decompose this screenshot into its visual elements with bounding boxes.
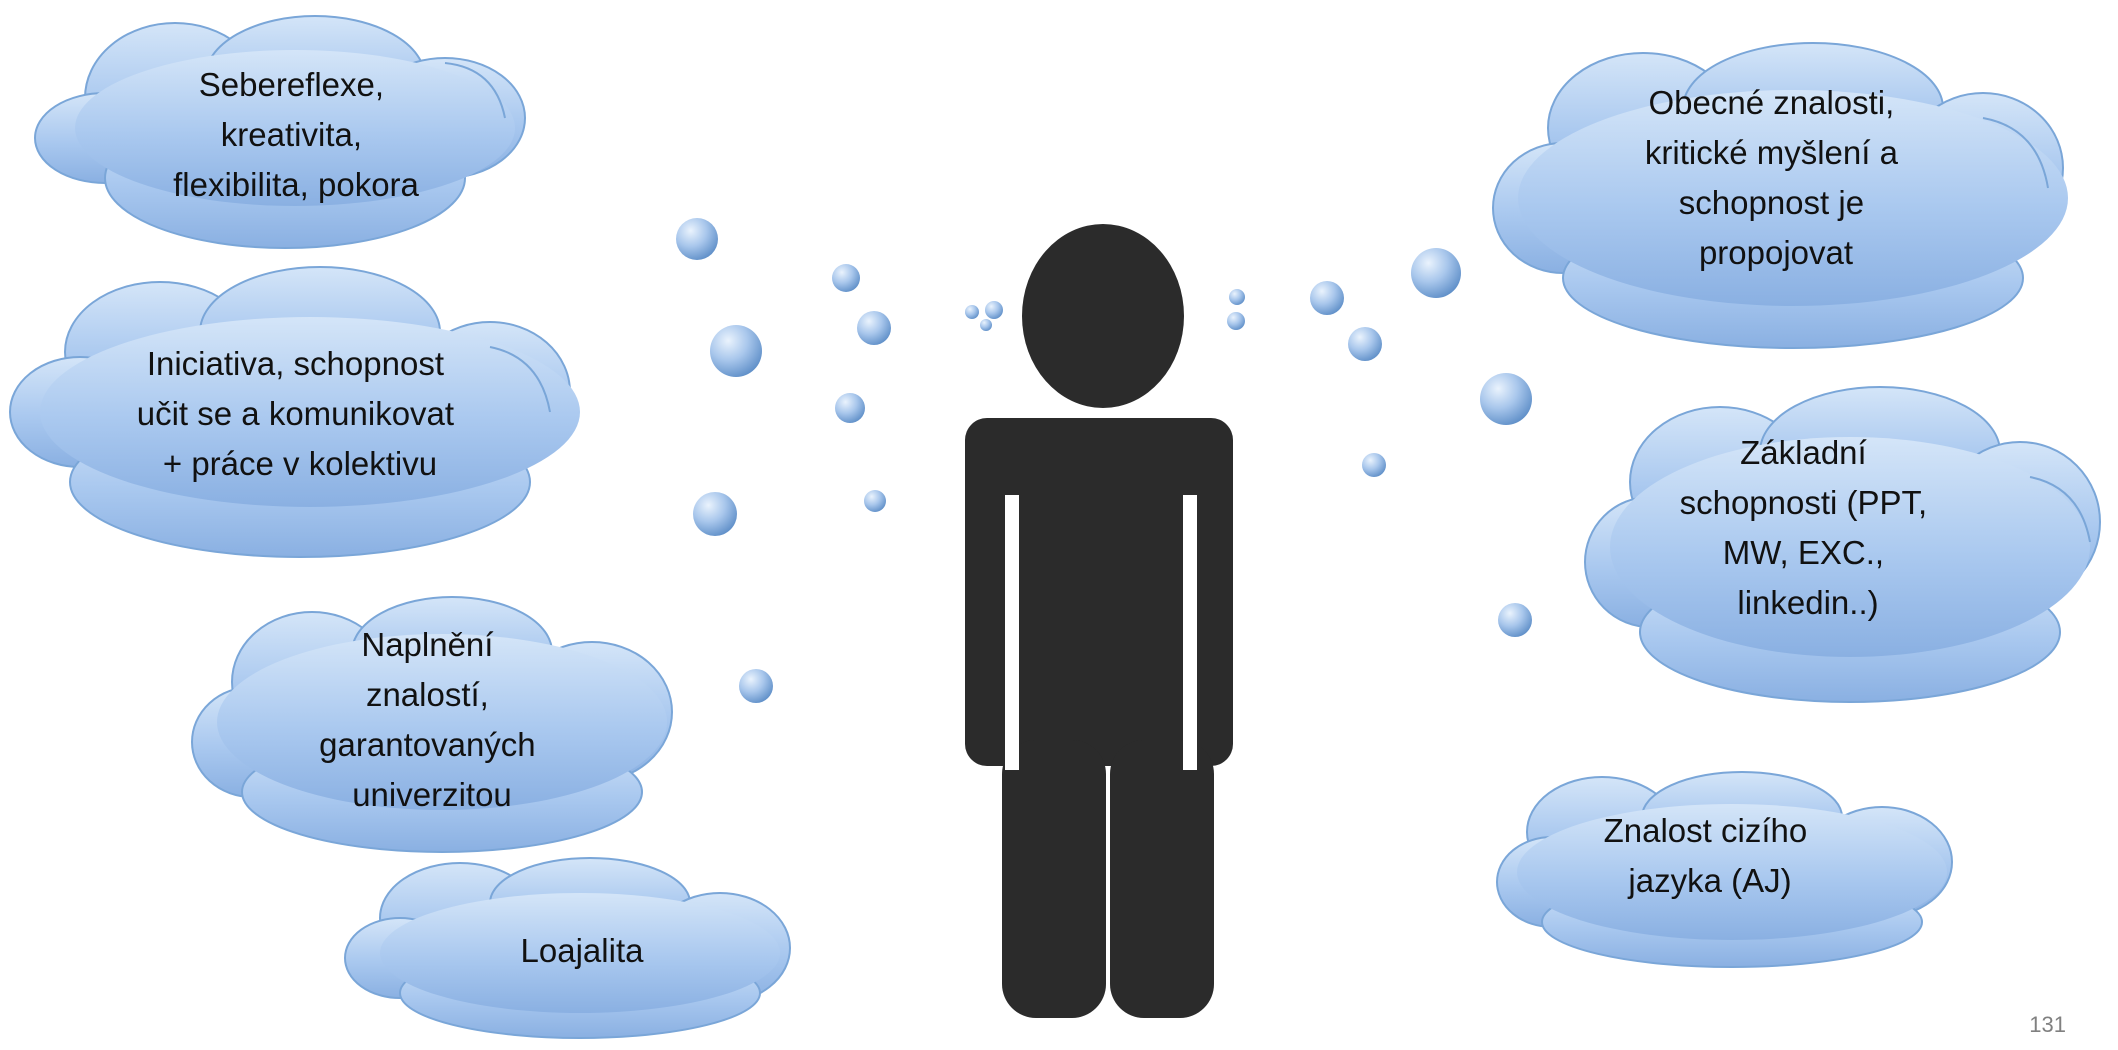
cloud-loajalita-text: Loajalita	[521, 932, 645, 969]
cloud-iniciativa-text: Iniciativa, schopnost učit se a komuniko…	[137, 345, 464, 482]
cloud-zakladni: Základní schopnosti (PPT, MW, EXC., link…	[1585, 387, 2100, 702]
cloud-loajalita: Loajalita	[345, 858, 790, 1038]
cloud-naplneni: Naplnění znalostí, garantovaných univerz…	[192, 597, 672, 852]
page-number: 131	[2029, 1012, 2066, 1038]
cloud-iniciativa: Iniciativa, schopnost učit se a komuniko…	[10, 267, 580, 557]
cloud-jazyk: Znalost cizího jazyka (AJ)	[1497, 772, 1952, 967]
cloud-sebereflexe: Sebereflexe, kreativita, flexibilita, po…	[35, 16, 525, 248]
cloud-obecne: Obecné znalosti, kritické myšlení a scho…	[1493, 43, 2068, 348]
thought-bubbles-left	[676, 218, 1003, 703]
person-figure-icon	[965, 224, 1233, 1018]
thought-bubbles-right	[1227, 248, 1532, 637]
